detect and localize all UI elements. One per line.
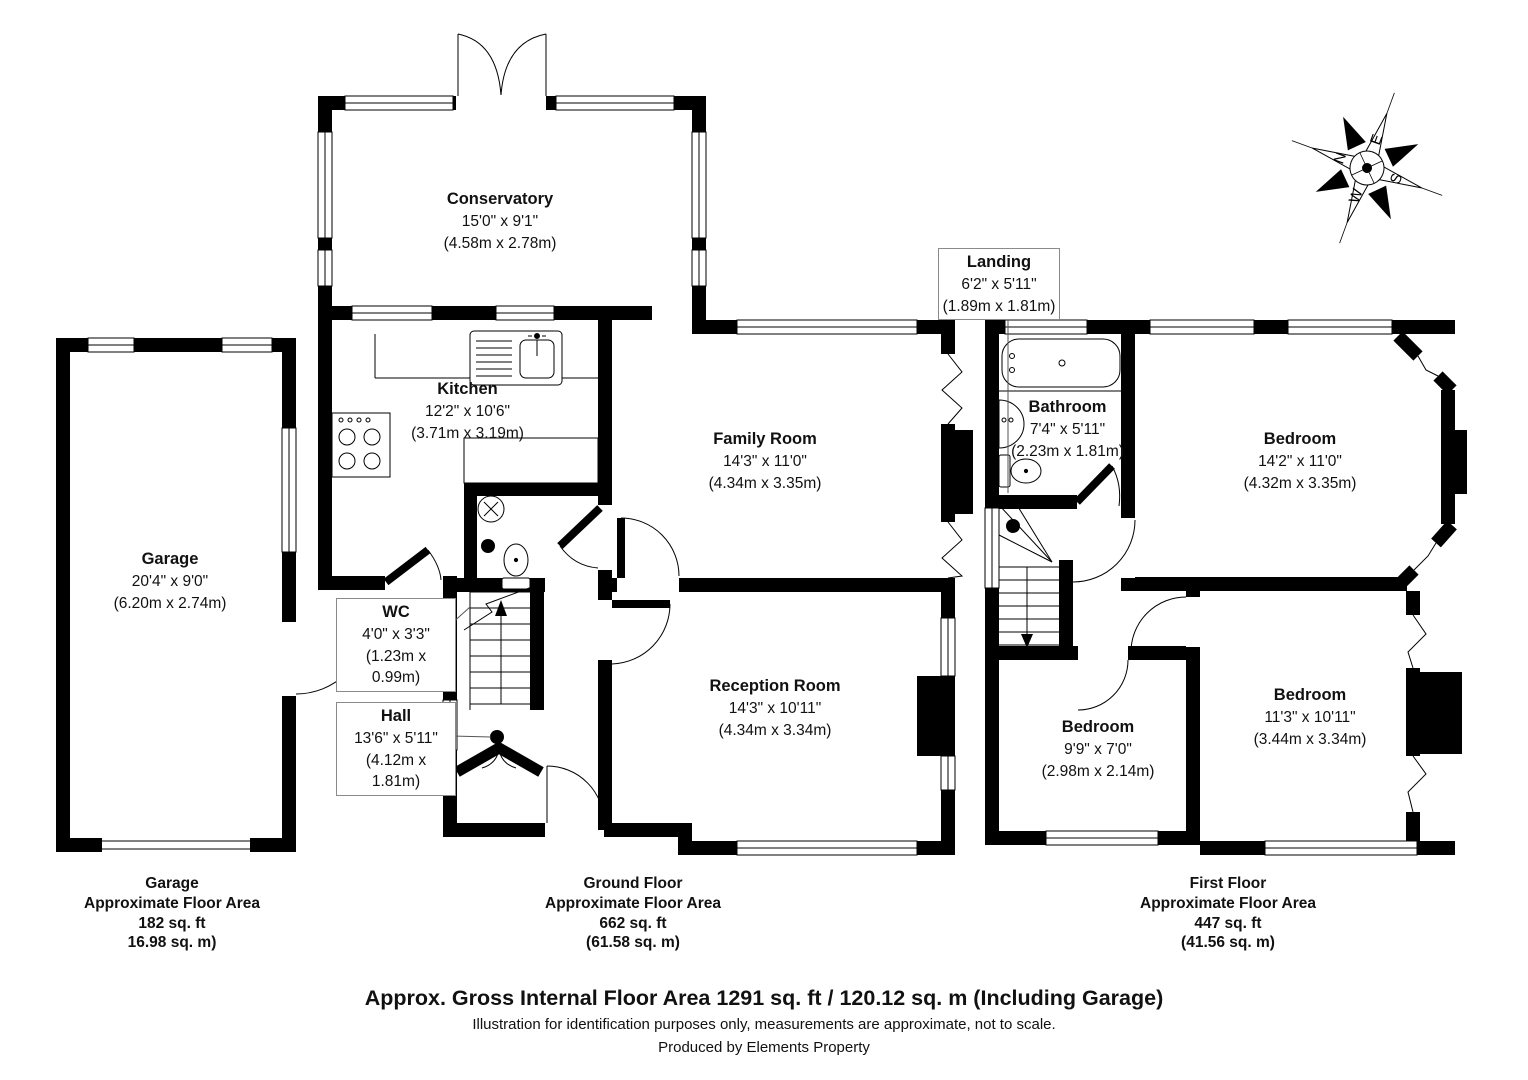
kitchen-sink-icon bbox=[469, 330, 563, 386]
label-kitchen: Kitchen 12'2" x 10'6" (3.71m x 3.19m) bbox=[411, 380, 524, 442]
reception-room-walls bbox=[917, 592, 955, 855]
first-floor-doors bbox=[1072, 463, 1187, 711]
family-room-door bbox=[617, 517, 680, 592]
reception-door bbox=[611, 600, 671, 665]
summary-ground-floor: Ground Floor Approximate Floor Area 662 … bbox=[545, 875, 721, 952]
summary-first-floor: First Floor Approximate Floor Area 447 s… bbox=[1140, 875, 1316, 952]
label-family-room: Family Room 14'3" x 11'0" (4.34m x 3.35m… bbox=[708, 430, 822, 492]
label-conservatory: Conservatory 15'0" x 9'1" (4.58m x 2.78m… bbox=[443, 190, 557, 252]
family-bay-windows bbox=[941, 353, 964, 579]
conservatory-french-doors bbox=[457, 33, 547, 96]
label-bedroom-back: Bedroom 11'3" x 10'11" (3.44m x 3.34m) bbox=[1253, 686, 1367, 748]
label-hall: Hall 13'6" x 5'11" (4.12m x 1.81m) bbox=[336, 702, 456, 797]
label-garage: Garage 20'4" x 9'0" (6.20m x 2.74m) bbox=[113, 550, 227, 612]
reception-windows bbox=[940, 617, 956, 791]
disclaimer-text: Illustration for identification purposes… bbox=[472, 1016, 1056, 1033]
compass-rose: N E S W bbox=[1291, 92, 1443, 244]
landing-dot bbox=[1006, 519, 1020, 533]
bathroom-sink-icon bbox=[998, 399, 1025, 449]
label-reception-room: Reception Room 14'3" x 10'11" (4.34m x 3… bbox=[709, 677, 841, 739]
conservatory-windows bbox=[317, 95, 707, 321]
wc-basin-icon bbox=[477, 495, 505, 523]
family-room-windows bbox=[736, 319, 918, 335]
label-bedroom-front: Bedroom 14'2" x 11'0" (4.32m x 3.35m) bbox=[1243, 430, 1357, 492]
first-floor-windows bbox=[984, 319, 1418, 856]
compass-n: N bbox=[1330, 150, 1350, 166]
kitchen-counter bbox=[374, 334, 599, 484]
wc-toilet-icon bbox=[501, 543, 531, 590]
label-wc: WC 4'0" x 3'3" (1.23m x 0.99m) bbox=[336, 598, 456, 693]
label-landing: Landing 6'2" x 5'11" (1.89m x 1.81m) bbox=[938, 248, 1060, 321]
hall-dot bbox=[490, 730, 504, 744]
label-bedroom-small: Bedroom 9'9" x 7'0" (2.98m x 2.14m) bbox=[1041, 718, 1155, 780]
stairs-down bbox=[998, 496, 1059, 648]
summary-garage: Garage Approximate Floor Area 182 sq. ft… bbox=[84, 875, 260, 952]
porch bbox=[454, 741, 544, 777]
garage-windows bbox=[87, 337, 297, 553]
wc-dot bbox=[481, 539, 495, 553]
gross-area-text: Approx. Gross Internal Floor Area 1291 s… bbox=[364, 986, 1164, 1010]
credit-text: Produced by Elements Property bbox=[658, 1039, 870, 1056]
kitchen-door bbox=[383, 546, 442, 586]
stove-icon bbox=[331, 412, 391, 478]
compass-w: W bbox=[1346, 186, 1367, 206]
front-bedroom-bay bbox=[1393, 331, 1457, 589]
stairs-up bbox=[463, 583, 544, 710]
wc-walls bbox=[457, 483, 612, 592]
front-door bbox=[546, 765, 605, 824]
bathtub-icon bbox=[999, 338, 1121, 392]
compass-s: S bbox=[1387, 171, 1406, 186]
garage-door bbox=[102, 621, 369, 850]
back-bedroom-bay bbox=[1407, 614, 1427, 813]
wc-door bbox=[557, 505, 603, 569]
bathroom-toilet-icon bbox=[998, 454, 1042, 488]
label-bathroom: Bathroom 7'4" x 5'11" (2.23m x 1.81m) bbox=[1011, 398, 1124, 460]
